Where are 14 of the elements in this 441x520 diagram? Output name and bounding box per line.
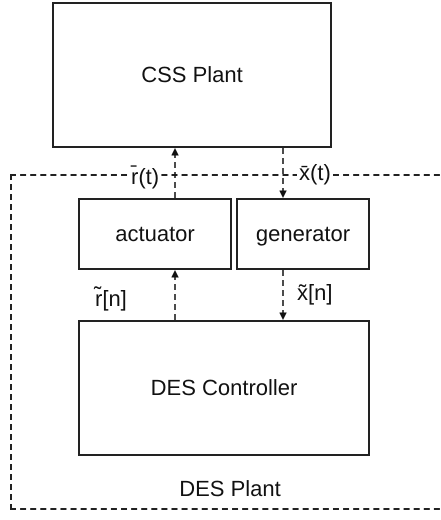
block-box xyxy=(236,198,370,270)
block-label: generator xyxy=(256,221,350,247)
block-label: DES Plant xyxy=(179,476,281,503)
block-box xyxy=(52,2,332,148)
block-label: actuator xyxy=(115,221,195,247)
arrow xyxy=(171,270,179,320)
arrow xyxy=(279,270,287,320)
arrow xyxy=(279,148,287,198)
block-label: DES Controller xyxy=(150,375,298,401)
block-box xyxy=(78,198,232,270)
arrow xyxy=(171,148,179,198)
edge-label: x̄(t) xyxy=(297,161,333,186)
block-box xyxy=(78,320,370,456)
block-label: CSS Plant xyxy=(141,62,243,88)
